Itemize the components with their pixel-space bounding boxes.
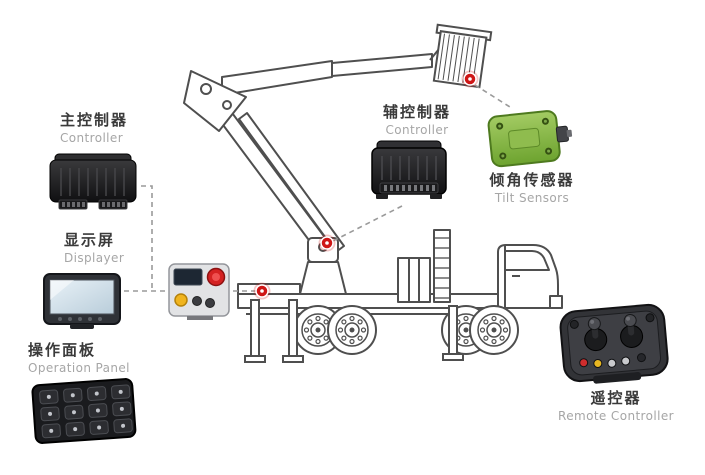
- connection-marker-basket: [461, 70, 479, 88]
- tilt-sensor-title: 倾角传感器: [489, 171, 575, 189]
- outrigger-legs: [244, 299, 464, 363]
- operation-panel-title: 操作面板: [28, 341, 97, 359]
- displayer-illustration: [43, 273, 121, 329]
- aux-controller-label: 辅控制器 Controller: [372, 102, 462, 138]
- connector-aux-controller: [332, 205, 403, 242]
- operation-panel-subtitle: Operation Panel: [28, 361, 130, 375]
- main-controller-title: 主控制器: [60, 111, 129, 129]
- displayer-label: 显示屏 Displayer: [64, 230, 174, 266]
- connection-marker-boom: [318, 234, 336, 252]
- tilt-sensor-illustration: [487, 110, 573, 168]
- connector-main-controller: [141, 185, 153, 291]
- operation-panel-illustration: [31, 378, 137, 444]
- boom-turret: [299, 237, 347, 295]
- platform-basket: [432, 23, 493, 89]
- remote-controller-subtitle: Remote Controller: [558, 409, 674, 423]
- aux-controller-title: 辅控制器: [382, 103, 451, 121]
- main-controller-label: 主控制器 Controller: [60, 110, 170, 146]
- boom-arm: [183, 48, 440, 253]
- displayer-subtitle: Displayer: [64, 251, 125, 265]
- aux-controller-illustration: [371, 140, 447, 199]
- main-controller-illustration: [49, 153, 137, 210]
- tilt-sensor-subtitle: Tilt Sensors: [494, 191, 570, 205]
- connector-tilt-sensor: [474, 84, 511, 108]
- operation-panel-label: 操作面板 Operation Panel: [28, 340, 158, 376]
- remote-controller-label: 遥控器 Remote Controller: [558, 388, 674, 424]
- truck-chassis: [237, 229, 501, 315]
- remote-controller-illustration: [559, 303, 669, 384]
- main-controller-subtitle: Controller: [60, 131, 124, 145]
- truck-cab: [497, 244, 563, 309]
- control-station-illustration: [168, 263, 230, 320]
- displayer-title: 显示屏: [64, 231, 116, 249]
- remote-controller-title: 遥控器: [590, 389, 642, 407]
- aux-controller-subtitle: Controller: [385, 123, 449, 137]
- tilt-sensor-label: 倾角传感器 Tilt Sensors: [486, 170, 578, 206]
- connection-marker-chassis: [253, 282, 271, 300]
